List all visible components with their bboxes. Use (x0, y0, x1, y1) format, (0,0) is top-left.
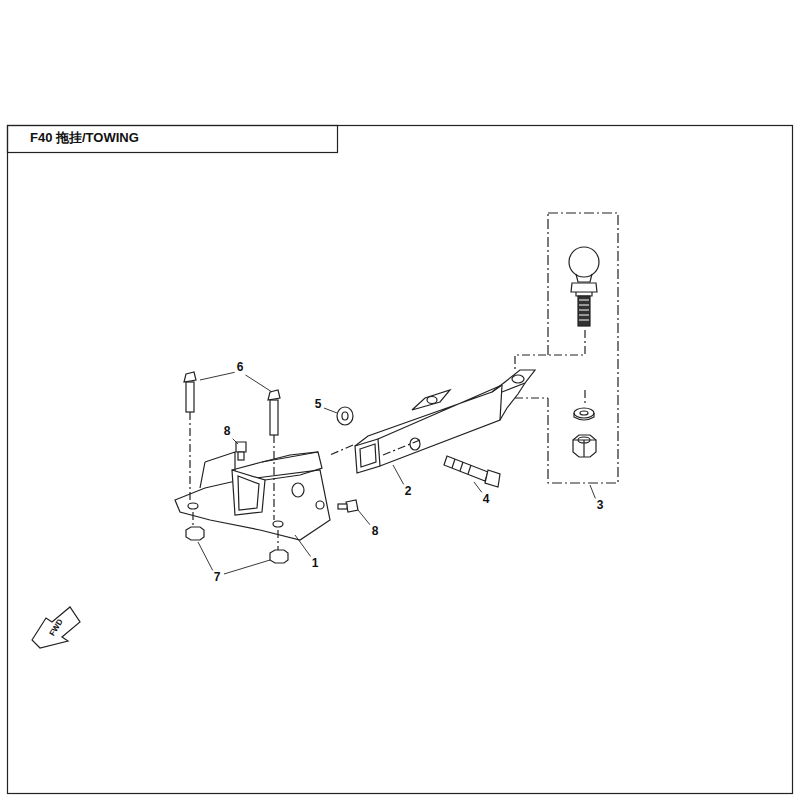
callout-number: 4 (481, 492, 492, 507)
group-outline (548, 213, 618, 483)
nut (186, 527, 288, 563)
center-line (515, 330, 585, 372)
bolt (444, 456, 500, 487)
header-box (8, 126, 338, 153)
receiver-bracket (175, 452, 330, 540)
washer (337, 407, 353, 425)
callout-number: 3 (595, 498, 606, 513)
callout-number: 5 (313, 397, 324, 412)
callout-number: 8 (222, 424, 233, 439)
page-frame (8, 126, 793, 794)
bolt (236, 442, 358, 512)
callout-number: 6 (235, 360, 246, 375)
hitch-ball (569, 247, 599, 326)
center-line (330, 440, 420, 455)
callout-number: 1 (310, 556, 321, 571)
page-title: F40 拖挂/TOWING (30, 131, 139, 145)
callout-number: 2 (403, 484, 414, 499)
center-line (515, 390, 585, 405)
washer-nut (573, 408, 596, 457)
callout-number: 8 (370, 524, 381, 539)
fwd-arrow (32, 607, 80, 648)
callout-number: 7 (212, 570, 223, 585)
leader-line (198, 372, 596, 574)
draw-bar (355, 370, 535, 473)
